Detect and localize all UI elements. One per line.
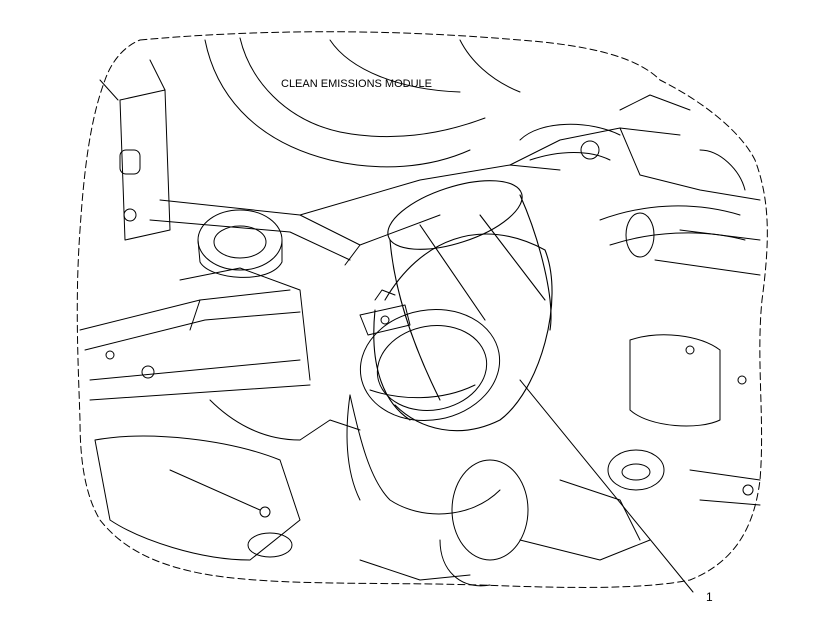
detail-boundary-dashed [77,32,767,588]
isolator-mount-left [198,210,282,277]
frame-rails [80,268,310,400]
right-bracket [608,335,760,505]
exhaust-pipe [347,395,528,586]
right-hoses [520,95,745,257]
emissions-canister [374,167,552,431]
band-clamp [360,290,410,335]
module-label: CLEAN EMISSIONS MODULE [281,78,432,90]
left-mount-bracket [100,60,170,240]
lower-assembly [95,400,650,580]
module-housing [150,128,760,275]
callout-leader-line [520,380,693,592]
outlet-ring [352,299,509,432]
callout-number-1: 1 [706,590,713,604]
fan-shroud [205,38,520,167]
